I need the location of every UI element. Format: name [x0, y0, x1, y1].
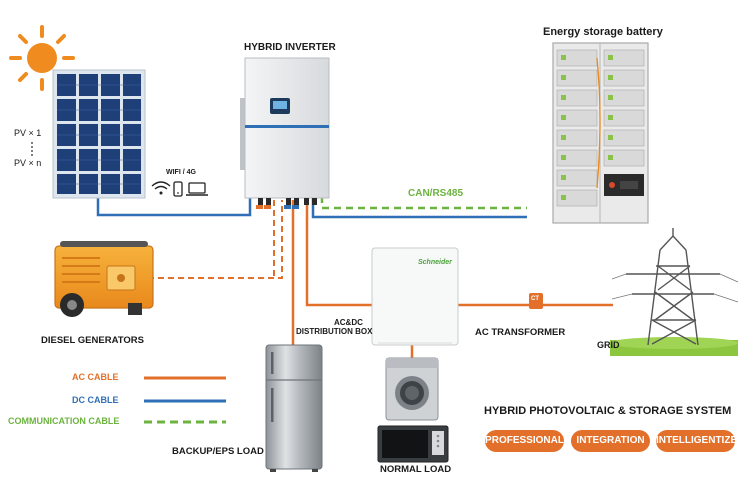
wifi-icon: [151, 181, 171, 195]
ac-cable-generator: [148, 200, 283, 279]
system-title: HYBRID PHOTOVOLTAIC & STORAGE SYSTEM: [484, 405, 732, 417]
refrigerator: [265, 344, 323, 472]
pv-1-label: PV × 1: [14, 128, 42, 138]
solar-panel: [52, 69, 146, 199]
brand-logo: Schneider: [418, 259, 452, 266]
wifi-label: WIFI / 4G: [166, 169, 196, 176]
pill-professional: PROFESSIONAL: [485, 430, 564, 452]
energy-storage-label: Energy storage battery: [543, 26, 663, 38]
hybrid-inverter-device: [240, 57, 330, 209]
sun-icon: [9, 25, 75, 91]
legend-comm-label: COMMUNICATION CABLE: [8, 416, 120, 426]
can-rs485-label: CAN/RS485: [408, 188, 464, 199]
pill-integration: INTEGRATION: [571, 430, 650, 452]
legend-dc-label: DC CABLE: [72, 395, 119, 405]
dc-cable-battery: [311, 196, 527, 219]
pv-n-label: PV × n: [14, 158, 42, 168]
energy-storage-battery-rack: [552, 42, 649, 224]
ct-transformer: [529, 293, 543, 309]
ct-label: CT: [531, 296, 539, 302]
distribution-box: [371, 247, 459, 346]
distribution-box-label-1: AC&DC: [334, 318, 363, 327]
diesel-generator-label: DIESEL GENERATORS: [41, 335, 144, 346]
laptop-icon: [186, 182, 208, 196]
comm-cable-battery: [320, 196, 527, 210]
legend-lines: [144, 376, 226, 424]
ac-transformer-label: AC TRANSFORMER: [475, 327, 566, 338]
distribution-box-label-2: DISTRIBUTION BOX: [296, 327, 373, 336]
normal-load-label: NORMAL LOAD: [380, 464, 452, 475]
diesel-generator: [54, 241, 154, 317]
microwave: [377, 425, 449, 463]
pv-dots: [31, 142, 33, 156]
hybrid-inverter-label: HYBRID INVERTER: [244, 42, 336, 53]
dc-cable-pv: [96, 196, 252, 217]
phone-icon: [173, 181, 183, 197]
washing-machine: [385, 357, 439, 421]
ac-cable-distribution: [305, 200, 372, 307]
grid-label: GRID: [597, 340, 620, 350]
legend-ac-label: AC CABLE: [72, 372, 119, 382]
pill-intelligentize: INTELLIGENTIZE: [656, 430, 737, 452]
backup-load-label: BACKUP/EPS LOAD: [172, 446, 264, 457]
grid-tower: [610, 228, 739, 356]
